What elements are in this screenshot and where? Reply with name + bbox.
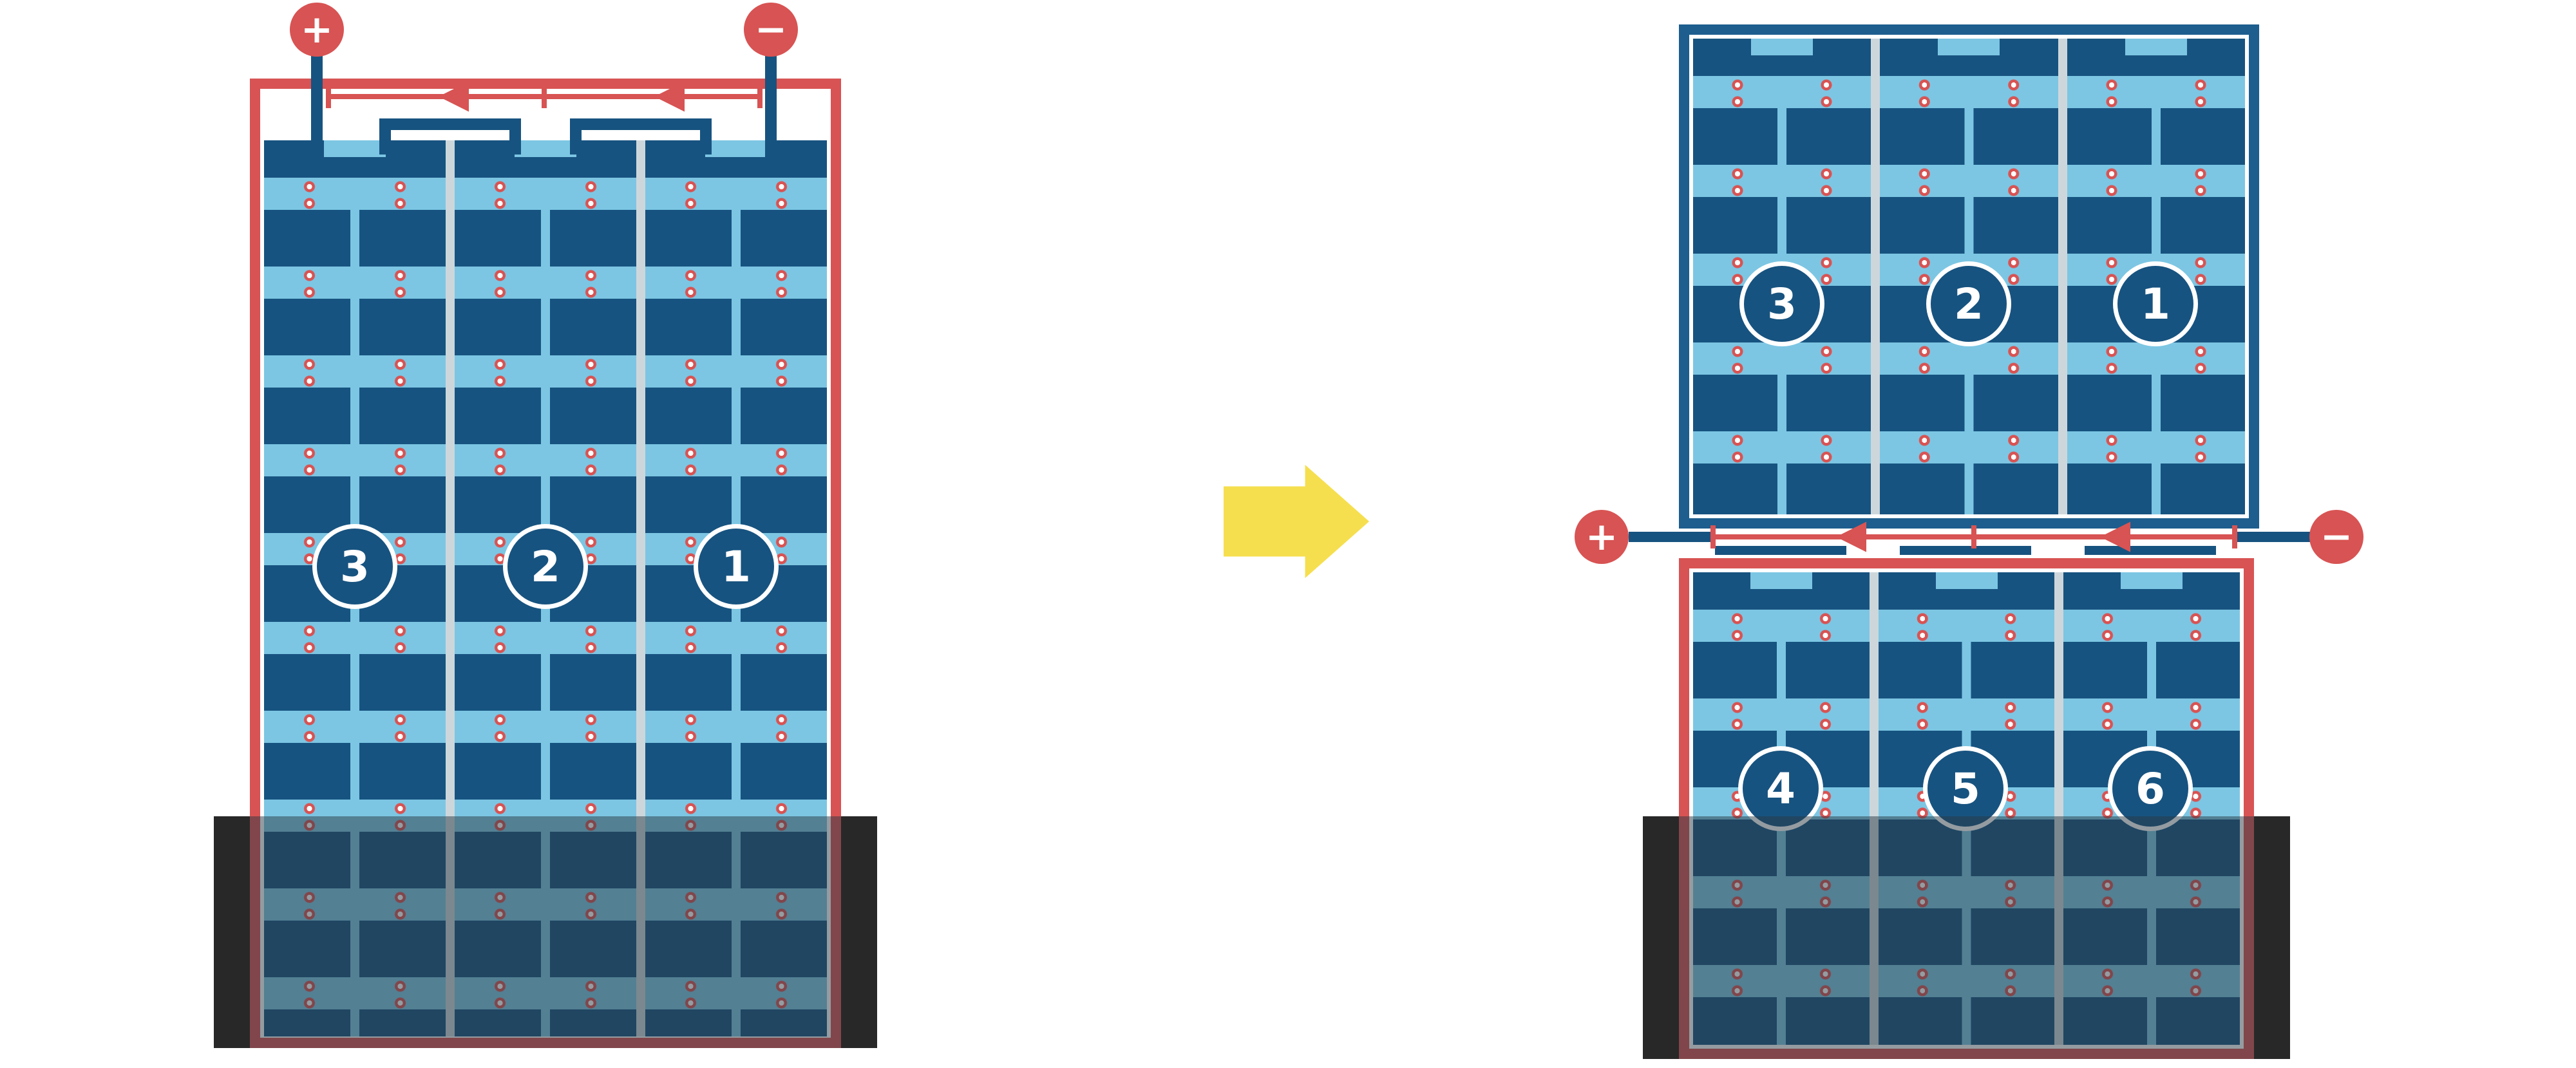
cell-bus-bar — [1880, 39, 2058, 76]
cell-group-label: 3 — [312, 524, 397, 609]
bus-connector — [1715, 546, 1846, 555]
minus-glyph: − — [2320, 514, 2353, 559]
minus-terminal-icon: − — [2309, 510, 2363, 564]
cell-bus-bar — [1878, 572, 2055, 610]
bus-notch — [2121, 572, 2183, 589]
cell-bus-bar — [1693, 572, 1870, 610]
cell-bus-bar — [2063, 572, 2240, 610]
series-jumper — [570, 118, 712, 155]
cell-pattern — [1693, 76, 1871, 514]
bus-notch — [2125, 39, 2187, 55]
plus-terminal-icon: + — [1575, 510, 1629, 564]
bus-notch — [1938, 39, 2000, 55]
terminal-stem — [311, 54, 323, 170]
shade-end-cap — [1643, 816, 1679, 1059]
cell-bus-bar — [455, 140, 636, 178]
shade-end-cap — [2254, 816, 2290, 1059]
cell-bus-bar — [2067, 39, 2245, 76]
bus-notch — [515, 140, 576, 157]
minus-glyph: − — [754, 7, 788, 52]
bus-notch — [1751, 39, 1814, 55]
cell-group-label: 2 — [1926, 261, 2011, 346]
transform-arrow-icon — [1224, 465, 1369, 578]
shade-overlay — [214, 816, 877, 1048]
cell-group-label: 2 — [503, 524, 588, 609]
cell-group-label: 1 — [694, 524, 779, 609]
minus-terminal-icon: − — [744, 3, 798, 57]
cell-bus-bar — [264, 140, 446, 178]
series-jumper — [379, 118, 521, 155]
plus-glyph: + — [1585, 514, 1618, 559]
plus-glyph: + — [300, 7, 334, 52]
terminal-stub — [1629, 532, 1714, 542]
shade-overlay — [1643, 816, 2290, 1059]
terminal-stem — [765, 54, 777, 170]
terminal-stub — [2236, 532, 2311, 542]
bus-notch — [1935, 572, 1998, 589]
shade-end-cap — [841, 816, 877, 1048]
bus-connector — [1900, 546, 2031, 555]
cell-bus-bar — [1693, 39, 1871, 76]
bus-notch — [705, 140, 767, 157]
right-current-wire — [1710, 521, 2237, 552]
plus-terminal-icon: + — [290, 3, 344, 57]
cell-group-label: 3 — [1739, 261, 1824, 346]
bus-notch — [324, 140, 386, 157]
cell-column — [1693, 39, 1871, 514]
bus-connector — [2085, 546, 2216, 555]
bus-notch — [1750, 572, 1812, 589]
cell-bus-bar — [645, 140, 827, 178]
shade-end-cap — [214, 816, 250, 1048]
cell-group-label: 1 — [2113, 261, 2198, 346]
current-direction-arrow-icon — [1836, 521, 1866, 552]
current-direction-arrow-icon — [2100, 521, 2130, 552]
